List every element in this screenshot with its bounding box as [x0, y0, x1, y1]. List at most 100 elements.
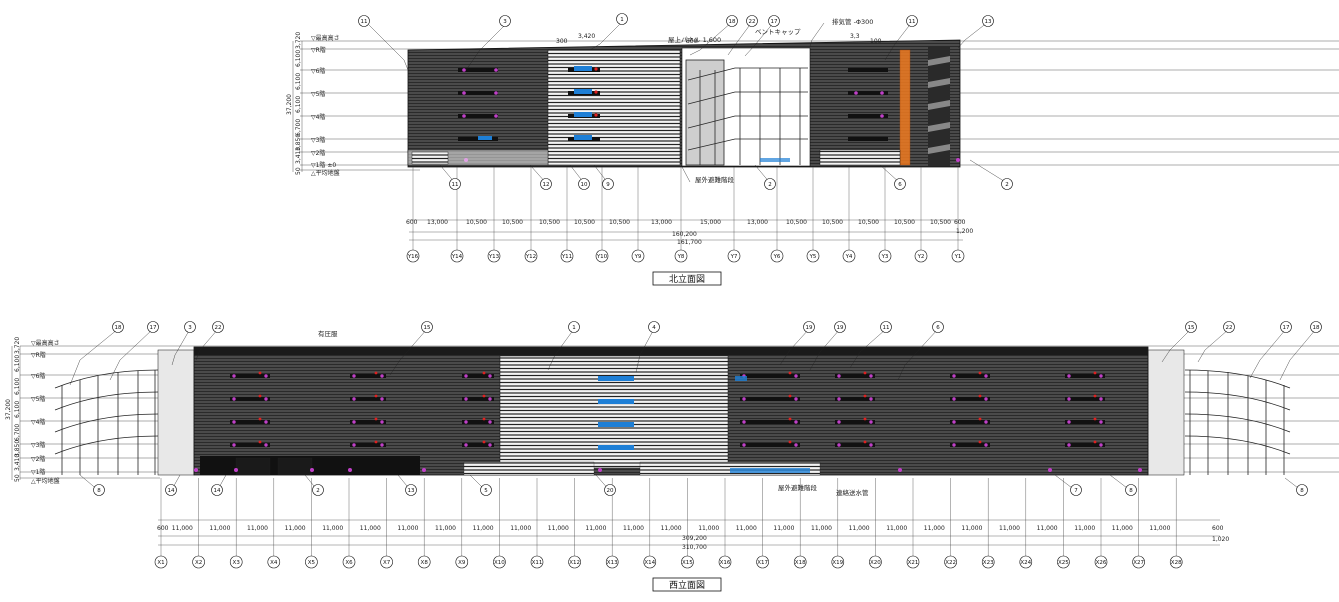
axis-bubble: [1132, 555, 1145, 569]
height-dim: 3,850: [295, 134, 302, 151]
span-dim: 10,500: [502, 219, 523, 226]
callout-number: 8: [97, 488, 101, 494]
marker-dot: [952, 397, 956, 401]
marker-dot: [794, 374, 798, 378]
level-label: ▽2階: [31, 455, 45, 463]
callout-bubble: [616, 13, 628, 25]
axis-bubble: [674, 249, 688, 263]
callout-bubble: [726, 15, 738, 27]
axis-bubble: [806, 249, 820, 263]
span-dim: 11,000: [360, 525, 381, 532]
marker-dot: [352, 397, 356, 401]
marker-dot: [352, 420, 356, 424]
marker-dot: [310, 468, 314, 472]
span-dim: 10,500: [930, 219, 951, 226]
window-band: [1065, 443, 1105, 447]
axis-bubble: [631, 249, 645, 263]
axis-bubble: [878, 249, 892, 263]
level-label: ▽3階: [31, 441, 45, 449]
total-height-dim: 37,200: [286, 94, 293, 115]
top-dim: 300: [556, 38, 568, 45]
callout-bubble: [1070, 484, 1082, 496]
callout-bubble: [578, 178, 590, 190]
marker-dot: [232, 420, 236, 424]
marker-dot: [869, 443, 873, 447]
callout-number: 3: [188, 325, 192, 331]
marker-dot: [258, 417, 262, 421]
height-dim: 50: [14, 474, 21, 482]
window-band: [350, 397, 386, 401]
span-dim: 11,000: [999, 525, 1020, 532]
axis-label: Y5: [809, 254, 817, 260]
span-dim: 10,500: [894, 219, 915, 226]
callout-bubble: [212, 321, 224, 333]
callout-bubble: [602, 178, 614, 190]
marker-dot: [952, 420, 956, 424]
callout-number: 20: [607, 488, 614, 494]
axis-label: X20: [870, 560, 881, 566]
marker-dot: [742, 420, 746, 424]
north-elevation: ▽最高高さ ▽R階 ▽6階 ▽5階 ▽4階 ▽3階 ▽2階 ▽1階 ±0 △平均…: [286, 13, 1339, 286]
axis-label: Y6: [773, 254, 781, 260]
callout-bubble: [1310, 321, 1322, 333]
span-dim: 11,000: [773, 525, 794, 532]
axis-label: Y4: [845, 254, 853, 260]
span-dim: 11,000: [1112, 525, 1133, 532]
top-dim: 800: [686, 38, 698, 45]
accent-marks: [462, 66, 960, 162]
overall-dim: 310,700: [682, 544, 707, 551]
callout-number: 6: [898, 182, 902, 188]
callout-bubble: [1125, 484, 1137, 496]
height-dim: 3,720: [295, 32, 302, 49]
marker-dot: [380, 420, 384, 424]
callout-bubble: [1185, 321, 1197, 333]
callout-bubble: [768, 15, 780, 27]
span-dim: 11,000: [285, 525, 306, 532]
marker-dot: [837, 397, 841, 401]
level-label: ▽R階: [31, 351, 46, 359]
ramp-structure: [685, 59, 808, 166]
callout-number: 1: [572, 325, 576, 331]
axis-bubble: [450, 249, 464, 263]
marker-dot: [794, 397, 798, 401]
note: 屋外避難階段: [778, 483, 818, 492]
height-dim: 6,100: [14, 355, 21, 372]
callout-number: 2: [316, 488, 320, 494]
axis-label: X15: [682, 560, 693, 566]
callout-bubble: [421, 321, 433, 333]
note: 有圧服: [318, 329, 338, 338]
callout-number: 17: [150, 325, 157, 331]
span-dim: 13,000: [427, 219, 448, 226]
callout-bubble: [746, 15, 758, 27]
overall-dim: 160,200: [672, 231, 697, 238]
axis-bubble: [681, 555, 694, 569]
axis-bubble: [944, 555, 957, 569]
marker-dot: [258, 440, 262, 444]
span-dim: 11,000: [736, 525, 757, 532]
overall-dim: 309,200: [682, 535, 707, 542]
marker-dot: [1048, 468, 1052, 472]
level-label: ▽R階: [311, 46, 326, 54]
axis-label: X9: [458, 560, 466, 566]
callout-number: 19: [806, 325, 813, 331]
axis-bubble: [1094, 555, 1108, 569]
span-dim: 600: [1212, 525, 1224, 532]
span-dim: 10,500: [609, 219, 630, 226]
marker-dot: [482, 371, 486, 375]
callout-number: 18: [1313, 325, 1320, 331]
axis-label: Y9: [634, 254, 642, 260]
axis-label: Y2: [917, 254, 925, 260]
axis-bubble: [560, 249, 574, 263]
callout-bubble: [1280, 321, 1292, 333]
callout-number: 18: [115, 325, 122, 331]
marker-dot: [742, 397, 746, 401]
height-dim: 6,100: [295, 73, 302, 90]
axis-bubble: [493, 555, 506, 569]
note: ベントキャップ: [755, 28, 801, 36]
window-band: [835, 397, 875, 401]
marker-dot: [837, 374, 841, 378]
axis-label: X28: [1171, 560, 1182, 566]
callout-bubble: [1001, 178, 1013, 190]
